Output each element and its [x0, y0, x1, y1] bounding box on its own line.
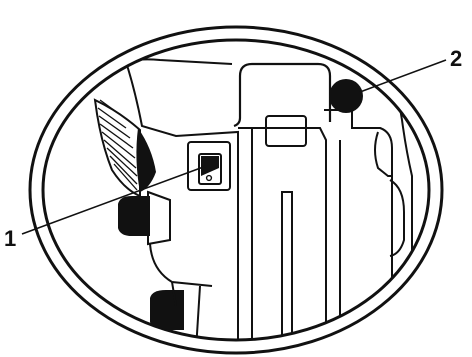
eyepiece-ring: [136, 128, 156, 192]
focus-knob-collar: [148, 192, 170, 244]
column-left: [234, 76, 240, 126]
switch-dot: [207, 176, 212, 181]
column-top: [240, 64, 330, 122]
focus-knob: [118, 196, 150, 236]
callout-label-1: 1: [4, 226, 16, 251]
leader-line-2: [360, 60, 446, 92]
lower-knob: [150, 290, 184, 330]
lens-outer-ring: [30, 27, 442, 353]
eyepiece-outline: [95, 100, 140, 196]
column-slot: [282, 192, 292, 352]
lens-inner-ring: [43, 40, 429, 340]
right-handle: [375, 132, 392, 176]
black-knob: [329, 79, 363, 113]
right-housing: [324, 110, 392, 350]
lower-housing: [150, 244, 212, 286]
column-window: [266, 116, 306, 146]
leader-line-1: [22, 166, 206, 234]
instrument-illustration: [95, 59, 412, 352]
callout-label-2: 2: [450, 46, 462, 71]
